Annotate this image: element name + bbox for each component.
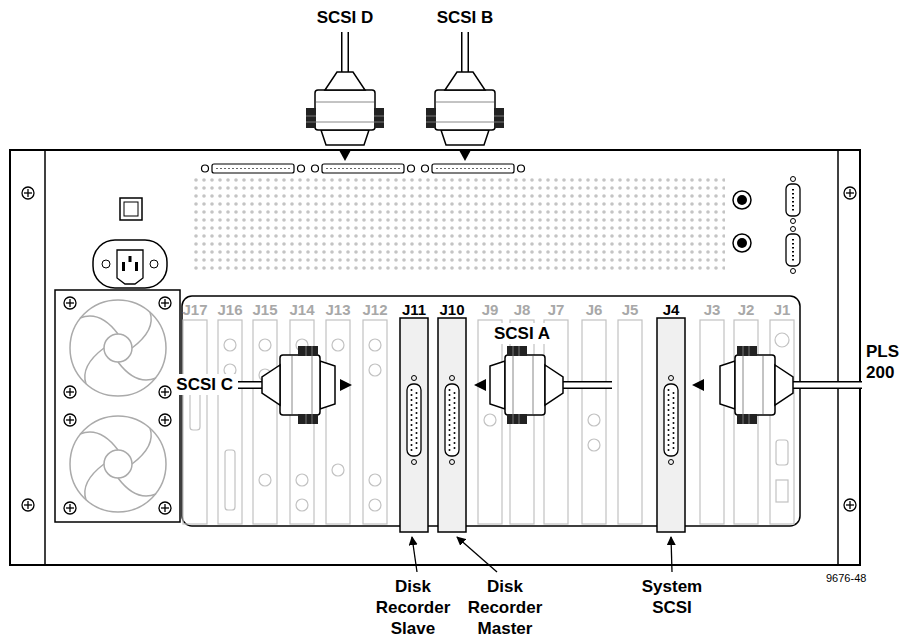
cable-label: SCSI D [315, 7, 376, 28]
slot-number: J12 [362, 301, 387, 318]
cable-label: SCSI A [492, 323, 552, 344]
slot-number: J6 [586, 301, 603, 318]
slot-number: J14 [289, 301, 314, 318]
slot-number: J13 [325, 301, 350, 318]
slot-number: J8 [514, 301, 531, 318]
card-callout: System SCSI [631, 576, 713, 618]
cable-label: SCSI B [435, 7, 496, 28]
slot-number: J15 [252, 301, 277, 318]
slot-number: J9 [482, 301, 499, 318]
slot-number: J10 [439, 301, 464, 318]
slot-number: J7 [548, 301, 565, 318]
slot-number: J1 [774, 301, 791, 318]
slot-number: J2 [738, 301, 755, 318]
cable-label: PLS 200 [866, 341, 910, 383]
slot-number: J11 [402, 301, 426, 318]
card-callout: Disk Recorder Master [464, 576, 546, 639]
slot-number: J16 [217, 301, 242, 318]
slot-number: J17 [182, 301, 207, 318]
cable-label: SCSI C [174, 374, 235, 395]
slot-number: J3 [704, 301, 721, 318]
slot-number: J5 [622, 301, 639, 318]
figure-number: 9676-48 [826, 572, 866, 585]
card-callout: Disk Recorder Slave [372, 576, 454, 639]
slot-number: J4 [663, 301, 680, 318]
